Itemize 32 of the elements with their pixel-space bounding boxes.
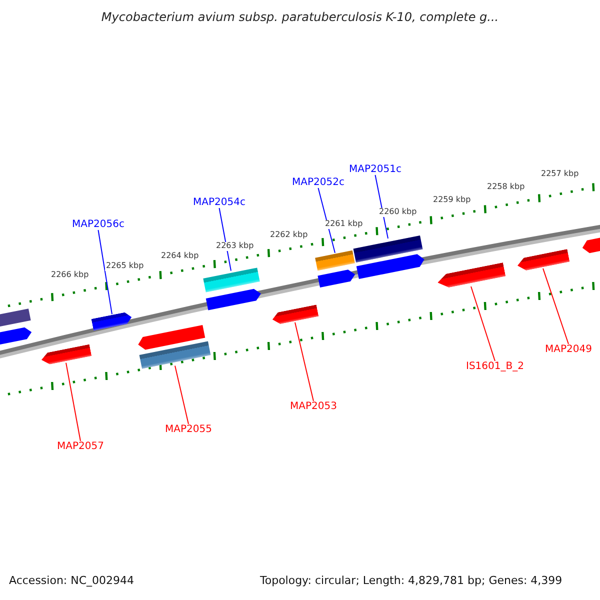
scale-label: 2257 kbp [540, 170, 580, 179]
leader-line [98, 230, 112, 315]
gene-label: IS1601_B_2 [466, 361, 524, 372]
genome-summary-text: Topology: circular; Length: 4,829,781 bp; Genes: 4,399 [260, 575, 562, 588]
gene-bar [315, 250, 355, 270]
scale-label: 2263 kbp [215, 242, 255, 251]
gene-label: MAP2049 [545, 344, 592, 355]
scale-label: 2260 kbp [378, 208, 418, 217]
gene-bar [202, 268, 260, 292]
scale-label: 2265 kbp [105, 262, 145, 271]
accession-text: Accession: NC_002944 [9, 575, 134, 588]
leader-line [174, 365, 189, 424]
gene-label: MAP2057 [57, 441, 104, 452]
map-title: Mycobacterium avium subsp. paratuberculosis K-10, complete g... [100, 11, 500, 24]
leader-line [294, 322, 314, 402]
scale-label: 2264 kbp [160, 252, 200, 261]
scale-label: 2266 kbp [50, 271, 90, 280]
gene-label: MAP2054c [193, 197, 246, 208]
gene-label: MAP2053 [290, 401, 337, 412]
leader-line [66, 362, 81, 442]
leader-line [318, 188, 336, 254]
scale-label: 2258 kbp [486, 183, 526, 192]
leader-line [470, 286, 496, 362]
gene-label: MAP2056c [72, 219, 124, 230]
gene-label: MAP2052c [292, 177, 344, 188]
gene-label: MAP2055 [165, 424, 212, 435]
scale-label: 2259 kbp [432, 196, 472, 205]
leader-line [218, 208, 232, 272]
scale-label: 2261 kbp [324, 220, 364, 229]
leader-line [542, 268, 569, 344]
gene-label: MAP2051c [349, 164, 402, 175]
scale-label: 2262 kbp [269, 231, 309, 240]
